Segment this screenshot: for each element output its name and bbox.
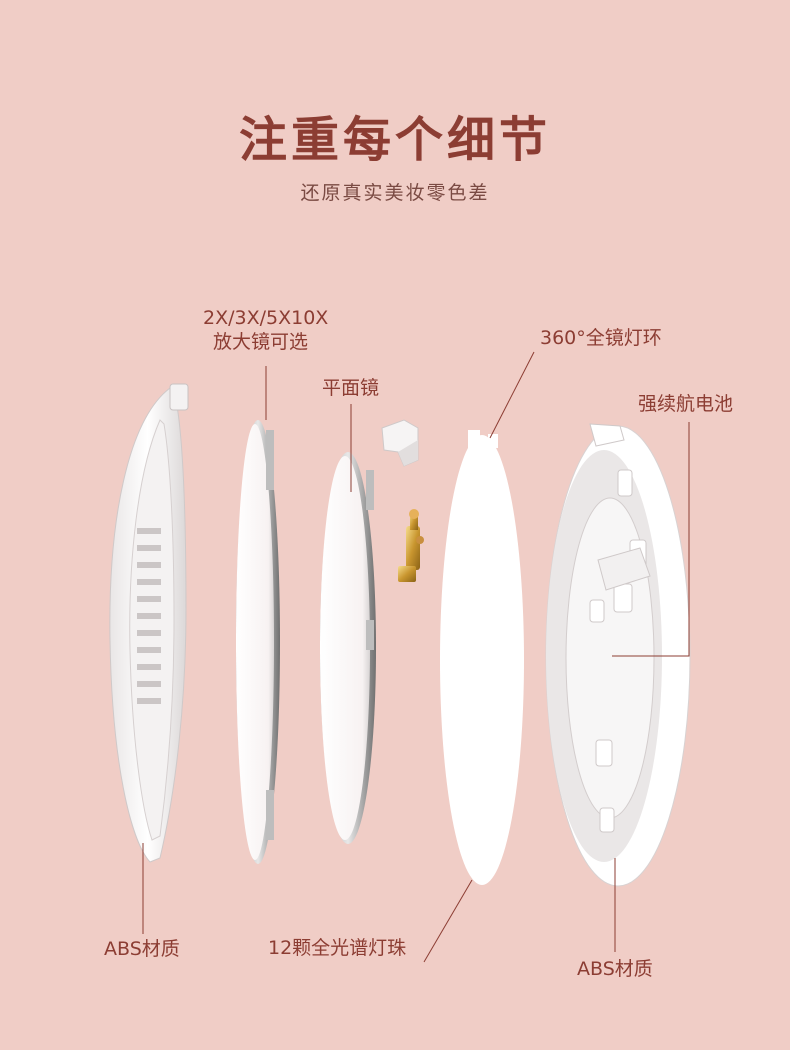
callout-magnification-caption: 放大镜可选 — [213, 331, 309, 353]
page-subtitle: 还原真实美妆零色差 — [300, 182, 490, 204]
magnifying-mirror — [236, 420, 280, 864]
leader-battery — [612, 422, 690, 657]
callout-abs-right: ABS材质 — [577, 958, 653, 980]
mount-clip — [381, 419, 419, 467]
leader-light-ring — [489, 351, 535, 439]
callout-led-beads: 12颗全光谱灯珠 — [268, 937, 407, 959]
flat-mirror — [320, 452, 376, 844]
front-shell-right — [545, 423, 691, 887]
brass-hinge — [398, 509, 424, 582]
callout-light-ring: 360°全镜灯环 — [540, 327, 662, 349]
callout-abs-left: ABS材质 — [104, 938, 180, 960]
callout-battery: 强续航电池 — [638, 393, 734, 415]
callout-magnification-options: 2X/3X/5X10X — [203, 307, 329, 329]
callout-flat-mirror: 平面镜 — [322, 377, 380, 399]
leader-lines — [142, 351, 690, 963]
light-ring — [440, 430, 524, 885]
back-shell-left — [109, 383, 189, 863]
leader-led — [423, 879, 473, 963]
page-title: 注重每个细节 — [238, 112, 551, 168]
grille-ribs — [137, 528, 161, 704]
